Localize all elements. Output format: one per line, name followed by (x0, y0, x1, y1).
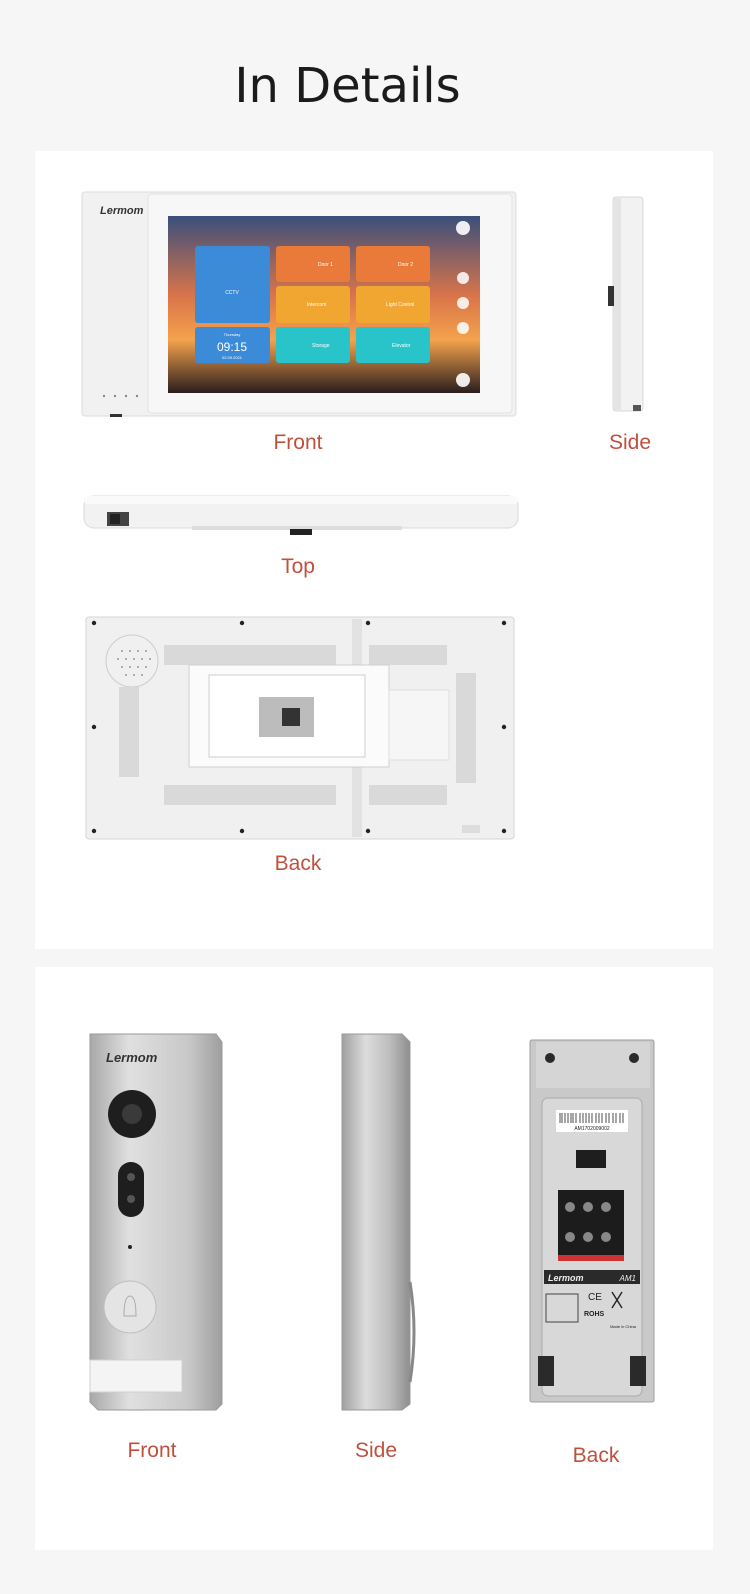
doorbell-brand-logo: Lermom (106, 1050, 158, 1065)
tile-light: Light Control (386, 302, 414, 308)
tile-door2: Door 2 (398, 262, 413, 268)
doorbell-serial: AM1702009002 (574, 1126, 610, 1132)
doorbell-front-caption: Front (127, 1439, 177, 1462)
tile-intercom: Intercom (307, 302, 326, 308)
tile-door1: Door 1 (318, 262, 333, 268)
doorbell-ce: CE (588, 1292, 602, 1303)
monitor-front-caption: Front (273, 431, 323, 454)
monitor-brand-logo: Lermom (100, 205, 144, 217)
doorbell-side-caption: Side (354, 1439, 398, 1462)
monitor-top-image (83, 495, 519, 535)
doorbell-side-image (341, 1033, 416, 1411)
clock-time: 09:15 (217, 340, 247, 354)
doorbell-back-image: AM1702009002 Lermom AM1 CE ROHS Made in … (529, 1039, 655, 1403)
doorbell-back-caption: Back (572, 1444, 620, 1467)
doorbell-back-brand: Lermom (548, 1273, 584, 1283)
monitor-back-image (85, 616, 515, 840)
monitor-top-caption: Top (281, 555, 315, 578)
monitor-side-image (608, 196, 644, 412)
doorbell-model: AM1 (619, 1274, 636, 1283)
monitor-side-caption: Side (608, 431, 652, 454)
doorbell-front-image: Lermom (89, 1033, 223, 1411)
weee-bin-icon (611, 1291, 623, 1309)
tile-cctv: CCTV (225, 290, 239, 296)
monitor-back-caption: Back (274, 852, 322, 875)
clock-day: Thursday (224, 332, 241, 337)
clock-date: 02.09.2021 (222, 355, 243, 360)
tile-elevator: Elevator (392, 343, 411, 349)
monitor-front-image: Lermom CCTV Door 1 Door 2 Intercom Light… (81, 191, 517, 417)
doorbell-made-in: Made in China (610, 1324, 637, 1329)
doorbell-cert: ROHS (584, 1311, 605, 1318)
page-title: In Details (234, 58, 461, 114)
tile-storage: Storage (312, 343, 330, 349)
